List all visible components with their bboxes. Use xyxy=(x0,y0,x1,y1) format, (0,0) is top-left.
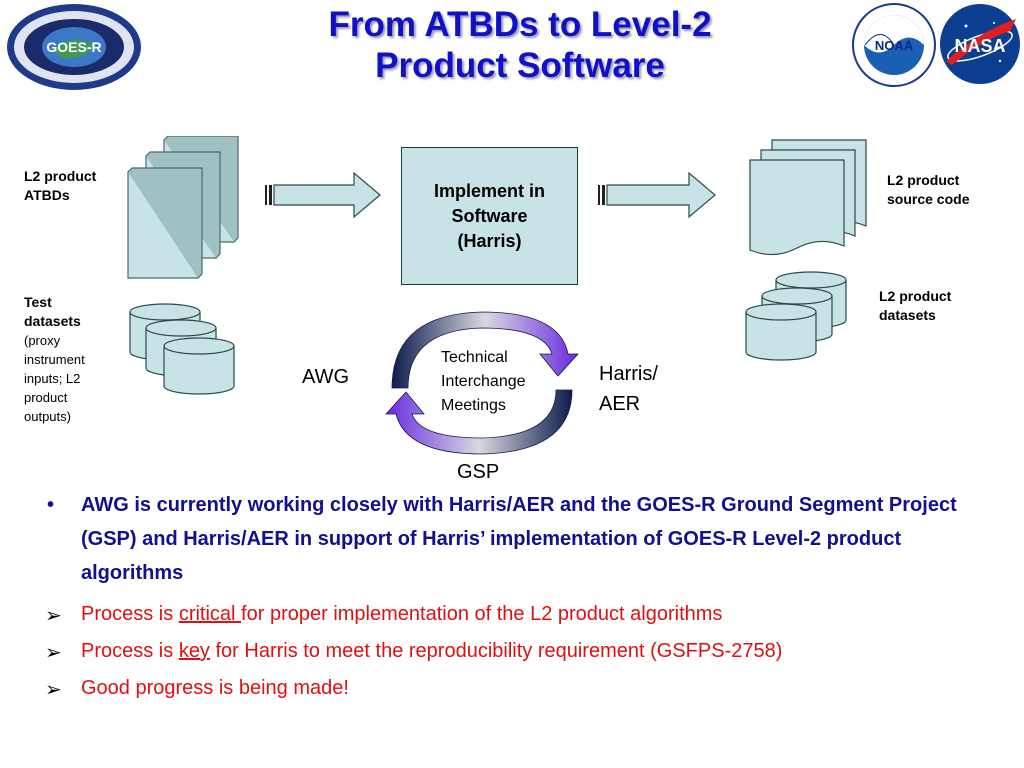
bullet-sub-3: ➢ Good progress is being made! xyxy=(45,677,349,701)
interchange-cycle-arrows-icon xyxy=(385,311,579,455)
test-datasets-cylinders-icon xyxy=(129,303,235,395)
bullet-main: • AWG is currently working closely with … xyxy=(40,488,1000,590)
goes-logo-text: GOES-R xyxy=(46,39,101,55)
implement-in-software-box: Implement in Software (Harris) xyxy=(401,147,578,285)
atbds-label: L2 product ATBDs xyxy=(24,168,97,203)
critical-underlined: critical xyxy=(178,603,242,625)
technical-interchange-meetings-label: Technical Interchange Meetings xyxy=(441,349,526,414)
arrow-right-icon-1 xyxy=(265,171,381,219)
bullet-list: • AWG is currently working closely with … xyxy=(40,488,1000,701)
gsp-label: GSP xyxy=(457,461,500,483)
bullet-sub-2: ➢ Process is key for Harris to meet the … xyxy=(45,640,783,664)
nasa-logo: NASA xyxy=(940,4,1020,84)
arrowhead-bullet-icon: ➢ xyxy=(45,642,62,664)
nasa-logo-text: NASA xyxy=(954,36,1005,56)
noaa-logo: NOAA xyxy=(852,3,936,87)
l2-datasets-label: L2 product datasets xyxy=(879,288,952,323)
awg-label: AWG xyxy=(302,366,350,388)
key-underlined: key xyxy=(178,640,210,662)
bullet-dot-icon: • xyxy=(47,494,55,516)
arrowhead-bullet-icon: ➢ xyxy=(45,605,62,627)
harris-aer-label: Harris/ AER xyxy=(599,363,658,415)
l2-datasets-cylinders-icon xyxy=(745,271,847,361)
title-line-1: From ATBDs to Level-2 xyxy=(328,5,712,44)
source-code-document-stack-icon xyxy=(749,139,867,256)
bullet-sub-1: ➢ Process is critical for proper impleme… xyxy=(45,603,723,627)
noaa-logo-text: NOAA xyxy=(875,38,914,53)
source-code-label: L2 product source code xyxy=(887,172,970,207)
atbd-document-stack-icon xyxy=(127,136,239,279)
page-title: From ATBDs to Level-2 Product Software xyxy=(200,4,840,86)
goes-r-logo: GOES-R xyxy=(7,4,141,90)
arrowhead-bullet-icon: ➢ xyxy=(45,679,62,701)
test-datasets-label: Test datasets (proxy instrument inputs; … xyxy=(24,294,85,424)
arrow-right-icon-2 xyxy=(598,171,716,219)
title-line-2: Product Software xyxy=(375,46,665,85)
